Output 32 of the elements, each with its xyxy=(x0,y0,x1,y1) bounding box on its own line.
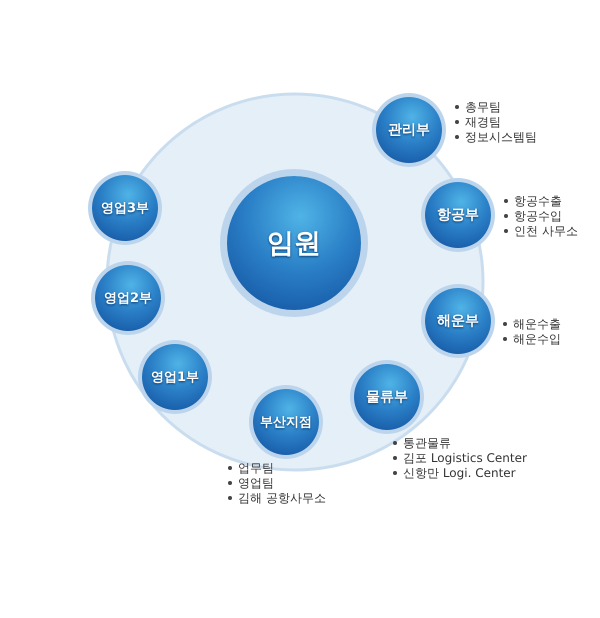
department-circle xyxy=(92,175,158,241)
list-item: 총무팀 xyxy=(465,100,501,114)
list-item: 영업팀 xyxy=(238,476,274,490)
circle-label: 관리부 xyxy=(388,121,430,139)
list-item: 업무팀 xyxy=(238,461,274,475)
circle-label: 해운부 xyxy=(437,312,479,330)
department-circle xyxy=(95,265,161,331)
department-circle xyxy=(425,182,491,248)
circle-label: 임원 xyxy=(267,227,321,261)
department-circle xyxy=(376,97,442,163)
list-item: 김포 Logistics Center xyxy=(403,451,527,465)
list-item: 통관물류 xyxy=(403,436,451,450)
department-circle xyxy=(354,364,420,430)
department-circle xyxy=(253,389,319,455)
list-item: 해운수출 xyxy=(513,317,561,331)
circle-label: 영업3부 xyxy=(100,200,150,217)
list-item: 인천 사무소 xyxy=(514,224,578,238)
department-circle xyxy=(425,288,491,354)
department-circle xyxy=(142,344,208,410)
list-item: 재경팀 xyxy=(465,115,501,129)
list-item: 해운수입 xyxy=(513,332,561,346)
list-item: 항공수출 xyxy=(514,194,562,208)
central-circle xyxy=(227,176,361,310)
circle-label: 부산지점 xyxy=(260,414,312,431)
circle-label: 영업2부 xyxy=(104,290,152,307)
list-item: 김해 공항사무소 xyxy=(238,491,326,505)
list-item: 항공수입 xyxy=(514,209,562,223)
circle-label: 영업1부 xyxy=(150,369,200,386)
circle-label: 항공부 xyxy=(437,206,479,224)
list-item: 신항만 Logi. Center xyxy=(403,466,516,480)
circle-label: 물류부 xyxy=(366,388,408,406)
list-item: 정보시스템팀 xyxy=(465,130,537,144)
